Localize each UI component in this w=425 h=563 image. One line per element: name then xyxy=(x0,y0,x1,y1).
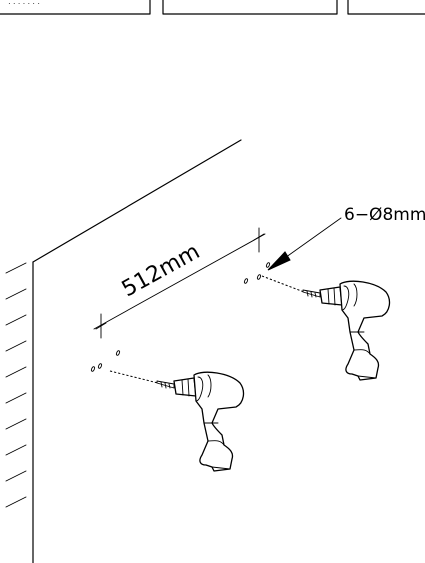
wall-hatching xyxy=(5,262,27,508)
wall-top-edge xyxy=(32,139,242,263)
hole-spec-label: 6−Ø8mm xyxy=(344,205,425,225)
leader-line xyxy=(281,217,342,261)
dimension-main-line xyxy=(93,233,266,330)
header-box-right xyxy=(347,0,425,15)
wall-icon xyxy=(5,139,242,563)
drill-holes-right xyxy=(243,262,271,284)
dimension-line: 512mm xyxy=(93,227,266,339)
header-box-left xyxy=(0,0,151,15)
header-partial-text: · · · · · · · xyxy=(8,0,40,8)
drill-holes-left xyxy=(90,350,121,372)
drill-path-dashed xyxy=(261,275,305,293)
dimension-tick-right xyxy=(253,233,265,241)
hole-spec-callout: 6−Ø8mm xyxy=(267,205,425,271)
leader-arrowhead-icon xyxy=(267,251,291,271)
header-box-middle xyxy=(162,0,338,15)
drill-icon xyxy=(109,370,245,472)
drill-path-dashed xyxy=(109,370,159,384)
header-boxes: · · · · · · · xyxy=(0,0,425,15)
dimension-label: 512mm xyxy=(118,239,204,302)
drill-icon xyxy=(261,275,391,381)
dimension-tick-left xyxy=(95,322,107,330)
